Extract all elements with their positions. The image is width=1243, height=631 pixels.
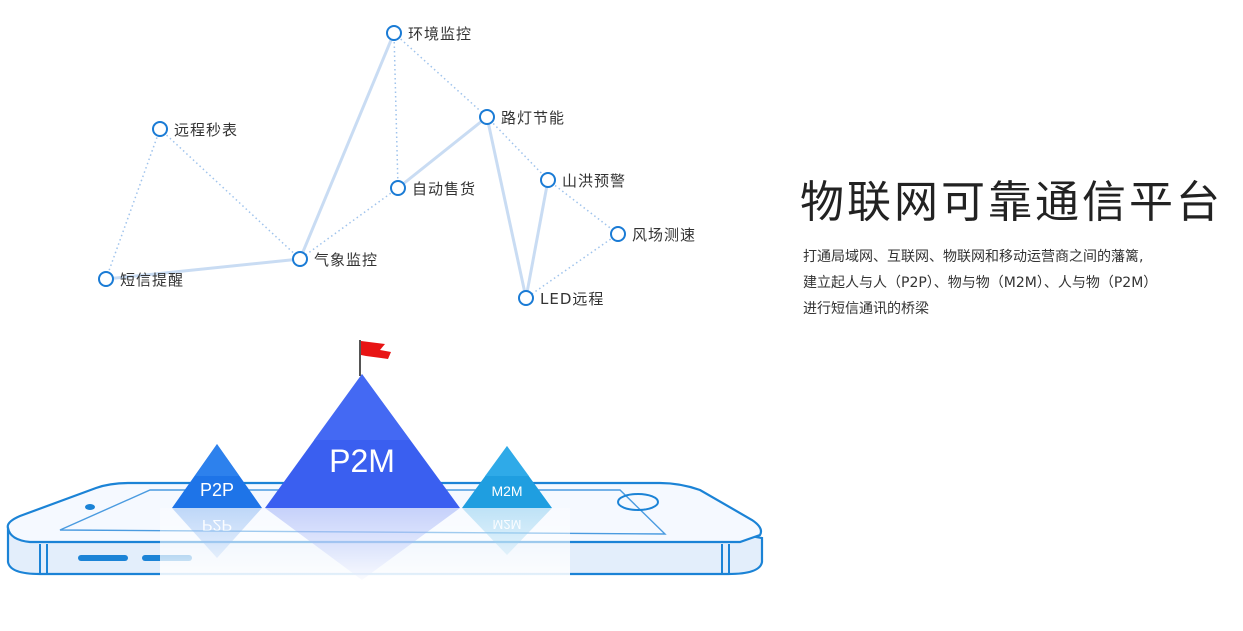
dotted-link-wind-led: [525, 233, 619, 299]
link-street-led: [485, 116, 528, 299]
mountain-left-highlight: [195, 444, 239, 476]
description-line-3: 进行短信通讯的桥梁: [803, 301, 929, 317]
phone-camera: [85, 504, 95, 510]
node-street-icon: [479, 109, 495, 125]
node-label-led: LED远程: [540, 290, 605, 308]
mountain-right-highlight: [485, 446, 529, 476]
node-vending-icon: [390, 180, 406, 196]
description: 打通局域网、互联网、物联网和移动运营商之间的藩篱, 建立起人与人（P2P）、物与…: [803, 244, 1243, 322]
phone-illustration: P2P M2M P2P M2M P2M: [6, 340, 764, 588]
phone-home-button: [617, 493, 659, 511]
dotted-link-env-vending: [393, 32, 399, 189]
node-label-street: 路灯节能: [501, 109, 566, 127]
link-weather-sms: [105, 257, 301, 281]
mountain-center: [265, 374, 460, 508]
mountain-center-highlight: [314, 374, 410, 440]
link-street-vending: [397, 115, 488, 190]
node-label-weather: 气象监控: [314, 251, 379, 269]
node-led-icon: [518, 290, 534, 306]
network-diagram: [98, 25, 626, 306]
dotted-link-meter-sms: [105, 128, 161, 280]
description-line-1: 打通局域网、互联网、物联网和移动运营商之间的藩篱,: [803, 249, 1144, 265]
node-label-meter: 远程秒表: [174, 121, 239, 139]
flag-icon: [361, 341, 391, 359]
dotted-link-meter-weather: [159, 128, 301, 260]
node-label-wind: 风场测速: [632, 226, 697, 244]
node-label-vending: 自动售货: [412, 180, 477, 198]
mountain-left-label: P2P: [200, 480, 234, 500]
node-env-icon: [386, 25, 402, 41]
page-headline: 物联网可靠通信平台: [800, 177, 1223, 228]
link-flood-led: [524, 179, 550, 299]
link-env-weather: [298, 32, 396, 260]
phone-volume-button: [78, 555, 128, 561]
dotted-link-flood-wind: [547, 179, 619, 235]
node-weather-icon: [292, 251, 308, 267]
node-wind-icon: [610, 226, 626, 242]
mountain-center-label: P2M: [329, 443, 395, 479]
node-label-sms: 短信提醒: [120, 271, 185, 289]
reflection-fade: [160, 508, 570, 588]
mountain-right-label: M2M: [491, 483, 522, 499]
node-meter-icon: [152, 121, 168, 137]
network-nodes: [98, 25, 626, 306]
dotted-link-street-flood: [486, 116, 549, 181]
dotted-link-env-street: [393, 32, 488, 118]
description-line-2: 建立起人与人（P2P）、物与物（M2M）、人与物（P2M）: [803, 275, 1158, 291]
node-label-env: 环境监控: [408, 25, 473, 43]
node-sms-icon: [98, 271, 114, 287]
node-label-flood: 山洪预警: [562, 172, 627, 190]
network-links: [105, 32, 619, 299]
mountain-right: [462, 446, 552, 508]
node-flood-icon: [540, 172, 556, 188]
